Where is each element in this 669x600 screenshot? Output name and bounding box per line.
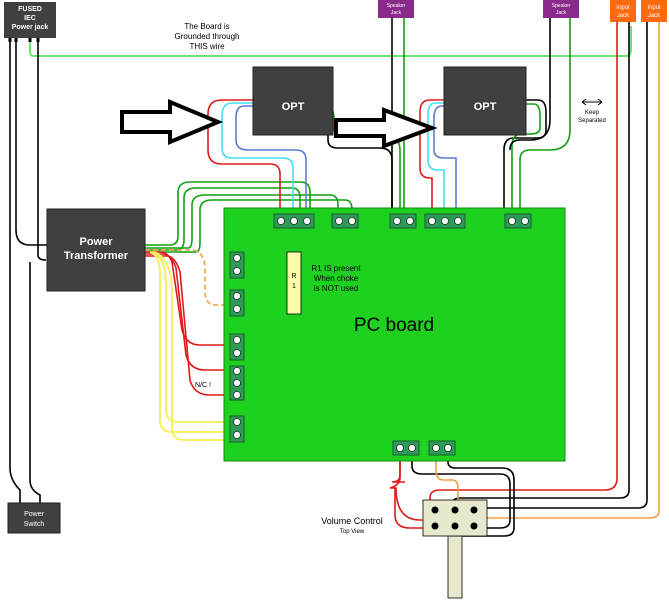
yellow-wire-2	[151, 251, 232, 423]
ground-note-2: Grounded through	[175, 32, 240, 41]
volume-control-subtitle: Top View	[340, 529, 365, 535]
mains-wire-3	[37, 38, 47, 261]
terminal-block	[229, 333, 245, 361]
vol-orange	[435, 455, 459, 510]
choke-wire-dashed	[145, 249, 232, 306]
input-jack-a: Input Jack	[610, 0, 636, 22]
terminal-block	[424, 213, 466, 229]
terminal-block	[229, 415, 245, 443]
input-jack-a-label-1: Input	[616, 5, 630, 11]
arrow-right-opt	[334, 107, 438, 149]
opt-left: OPT	[252, 66, 334, 136]
terminal-block	[229, 365, 245, 401]
heater-wire-1	[145, 194, 339, 249]
power-switch: Power Switch	[7, 502, 61, 534]
keep-separated-label-1: Keep	[585, 110, 600, 116]
opt-right-cyan	[427, 102, 445, 215]
nc-label: N/C !	[195, 382, 211, 389]
power-transformer: Power Transformer	[46, 208, 146, 292]
arrow-left-opt	[120, 99, 224, 145]
speaker-jack-b-label-2: Jack	[556, 10, 567, 16]
opt-right-blue	[433, 105, 457, 215]
r1-label: R	[291, 273, 296, 280]
heater-wire-2	[145, 199, 353, 253]
input-jack-b: Input Jack	[641, 0, 667, 22]
ht-wire-1	[145, 181, 311, 246]
red-wire-1	[145, 251, 232, 346]
red-wire-2	[145, 253, 232, 371]
keep-separated-note: Keep Separated	[578, 98, 606, 124]
terminal-block	[428, 440, 456, 456]
r1-note-1: R1 IS present	[312, 264, 362, 273]
terminal-block	[389, 213, 417, 229]
speaker-jack-a-label-2: Jack	[391, 10, 402, 16]
power-switch-label-2: Switch	[24, 521, 45, 528]
mains-wire-2	[15, 38, 47, 246]
terminal-blocks	[229, 213, 532, 456]
volume-control: Volume Control Top View	[321, 499, 488, 599]
iec-power-jack: FUSED IEC Power jack	[4, 2, 56, 42]
opt-right-red	[419, 99, 444, 215]
volume-body	[422, 499, 488, 537]
input-b-black	[480, 22, 648, 509]
speaker-jack-a: Speaker Jack	[378, 0, 414, 18]
speaker-b-green	[519, 18, 571, 215]
terminal-block	[229, 289, 245, 317]
opt-left-red	[207, 99, 281, 215]
opt-left-label: OPT	[282, 101, 305, 113]
opt-right: OPT	[443, 66, 527, 136]
r1-number: 1	[292, 283, 296, 290]
terminal-block	[229, 251, 245, 279]
input-jack-b-label-1: Input	[647, 5, 661, 11]
r1-note-3: is NOT used	[314, 284, 358, 293]
terminal-block	[504, 213, 532, 229]
yellow-wire-3	[153, 251, 232, 441]
ground-note: The Board is Grounded through THIS wire	[175, 22, 240, 51]
pc-board-label: PC board	[354, 315, 434, 336]
terminal-block	[273, 213, 315, 229]
vol-black-1	[411, 455, 511, 529]
power-transformer-label-2: Transformer	[64, 250, 129, 262]
opt-left-blue	[235, 105, 307, 215]
opt-right-label: OPT	[474, 101, 497, 113]
keep-separated-label-2: Separated	[578, 118, 606, 124]
opt-right-green	[511, 103, 541, 215]
volume-shaft	[447, 535, 463, 599]
input-b-orange	[483, 22, 660, 519]
input-jack-a-label-2: Jack	[617, 13, 630, 19]
speaker-jack-b-label-1: Speaker	[552, 3, 571, 9]
speaker-b-black	[509, 18, 551, 151]
red-wire-3	[145, 255, 232, 396]
yellow-wire-1	[149, 251, 232, 433]
speaker-jack-a-label-1: Speaker	[387, 3, 406, 9]
input-a-red	[429, 22, 618, 508]
iec-label-3: Power jack	[12, 24, 49, 31]
r1-resistor	[286, 251, 302, 315]
mains-wire-1	[9, 38, 21, 503]
ground-wire	[29, 26, 632, 57]
vol-red-2	[394, 488, 432, 529]
iec-label-2: IEC	[24, 15, 36, 22]
iec-label-1: FUSED	[18, 6, 42, 13]
opt-left-cyan	[221, 102, 294, 215]
ground-note-1: The Board is	[184, 22, 229, 31]
pc-board: PC board R 1 R1 IS present When choke is…	[195, 207, 566, 462]
terminal-block	[392, 440, 420, 456]
volume-control-label: Volume Control	[321, 516, 383, 526]
power-switch-label-1: Power	[24, 511, 45, 518]
terminal-block	[331, 213, 359, 229]
mains-wire-4	[29, 262, 41, 503]
vol-red-loop	[389, 455, 436, 521]
input-jack-b-label-2: Jack	[648, 13, 661, 19]
power-transformer-label-1: Power	[79, 236, 113, 248]
r1-note-2: When choke	[314, 274, 359, 283]
speaker-jack-b: Speaker Jack	[543, 0, 579, 18]
ground-note-3: THIS wire	[189, 42, 225, 51]
wires	[9, 18, 660, 537]
